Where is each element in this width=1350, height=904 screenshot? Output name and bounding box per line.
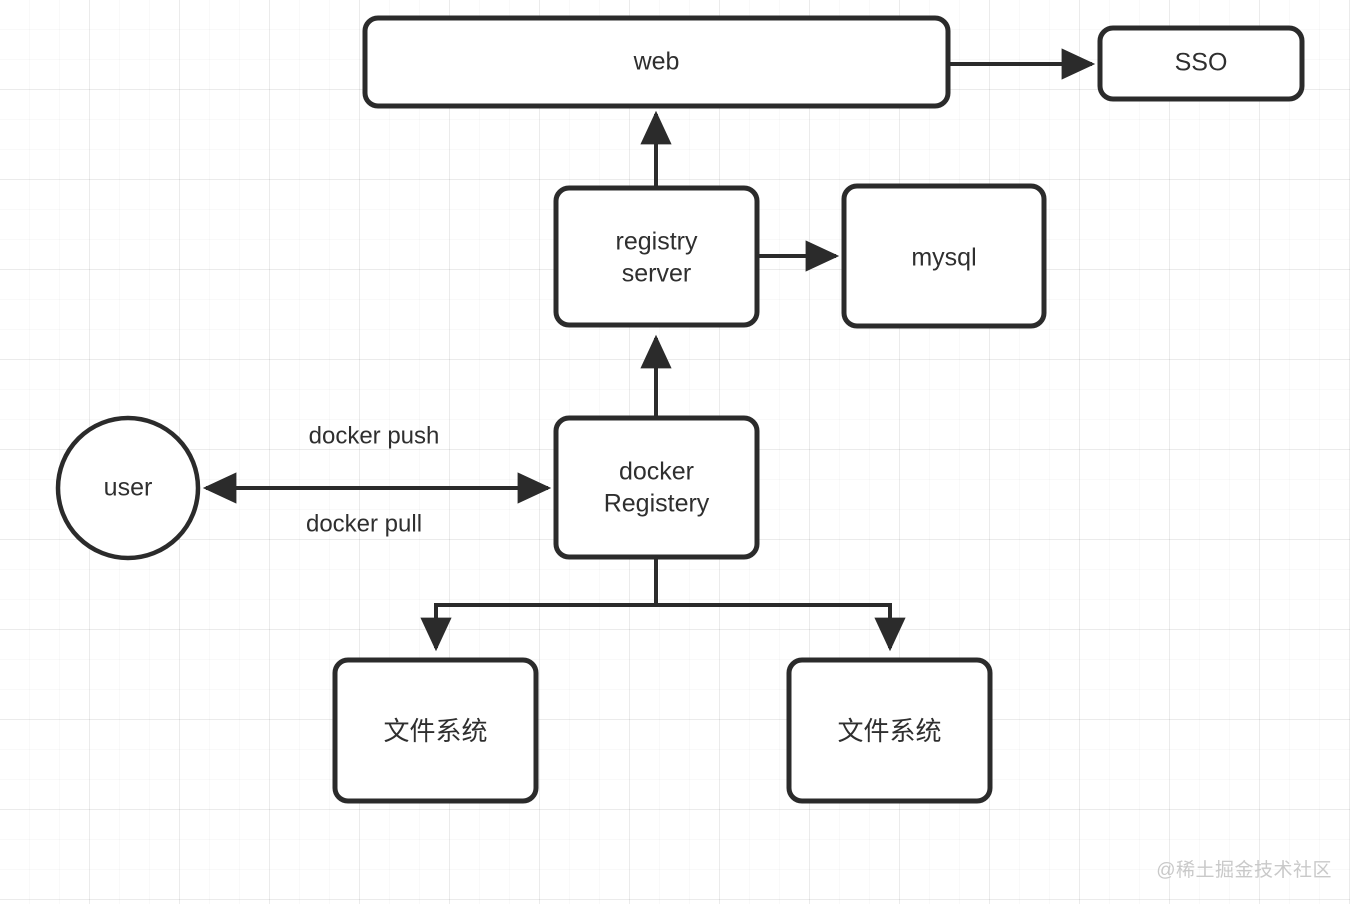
node-docker-registry[interactable]: docker Registery [553,415,760,560]
node-registry-server-label-line1: registry [616,228,698,256]
node-registry-server[interactable]: registry server [553,185,760,328]
node-filesystem-left[interactable]: 文件系统 [332,657,539,804]
node-web[interactable]: web [362,15,951,109]
node-sso-label: SSO [1175,49,1228,77]
node-docker-registry-label-line1: docker [619,458,694,486]
watermark: @稀土掘金技术社区 [1156,860,1332,881]
node-registry-server-label-line2: server [622,260,691,288]
node-filesystem-right-box[interactable] [786,657,993,804]
node-registry-server-box[interactable] [553,185,760,328]
node-mysql-label: mysql [911,244,976,272]
edge-label-docker-push: docker push [309,422,440,449]
node-mysql-box[interactable] [841,183,1047,329]
node-filesystem-right[interactable]: 文件系统 [786,657,993,804]
node-user[interactable]: user [55,415,201,561]
node-web-label: web [633,48,680,76]
node-filesystem-left-label: 文件系统 [383,716,487,746]
node-filesystem-left-box[interactable] [332,657,539,804]
edge-label-docker-pull: docker pull [306,510,422,537]
node-web-box[interactable] [362,15,951,109]
edge-registry2-to-fs-left-line [420,557,658,652]
node-sso-box[interactable] [1097,25,1305,102]
node-sso[interactable]: SSO [1097,25,1305,102]
node-mysql[interactable]: mysql [841,183,1047,329]
node-filesystem-right-label: 文件系统 [837,716,941,746]
node-docker-registry-label-line2: Registery [604,490,710,518]
edge-registry2-to-fs-right-line [656,603,906,652]
node-user-label: user [104,474,153,502]
edge-registry2-to-filesystems [420,557,906,652]
node-docker-registry-box[interactable] [553,415,760,560]
node-user-circle[interactable] [55,415,201,561]
